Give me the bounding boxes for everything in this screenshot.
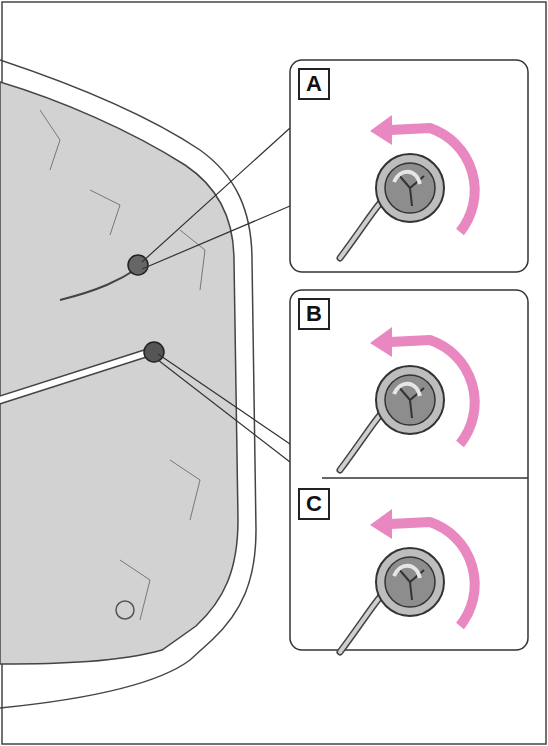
callout-letter: A [306, 73, 322, 95]
callout-letter-box: C [298, 488, 330, 520]
socket-icon [340, 115, 475, 258]
tail-light-housing [0, 82, 238, 664]
panel-divider [322, 477, 528, 479]
callout-letter: C [306, 493, 322, 515]
inset-panel [290, 60, 528, 272]
callout-letter: B [306, 303, 322, 325]
cable-outline [0, 352, 150, 400]
cable [0, 352, 150, 400]
socket-icon [340, 509, 475, 652]
callout-letter-box: A [298, 68, 330, 100]
socket-a [128, 255, 148, 275]
socket-icon [340, 327, 475, 470]
leader-line [142, 128, 290, 269]
mount-hole [116, 601, 134, 619]
callout-letter-box: B [298, 298, 330, 330]
socket-b-c [144, 342, 164, 362]
leader-line [158, 354, 290, 462]
body-panel-outline [0, 60, 256, 708]
wire-a [60, 268, 138, 300]
